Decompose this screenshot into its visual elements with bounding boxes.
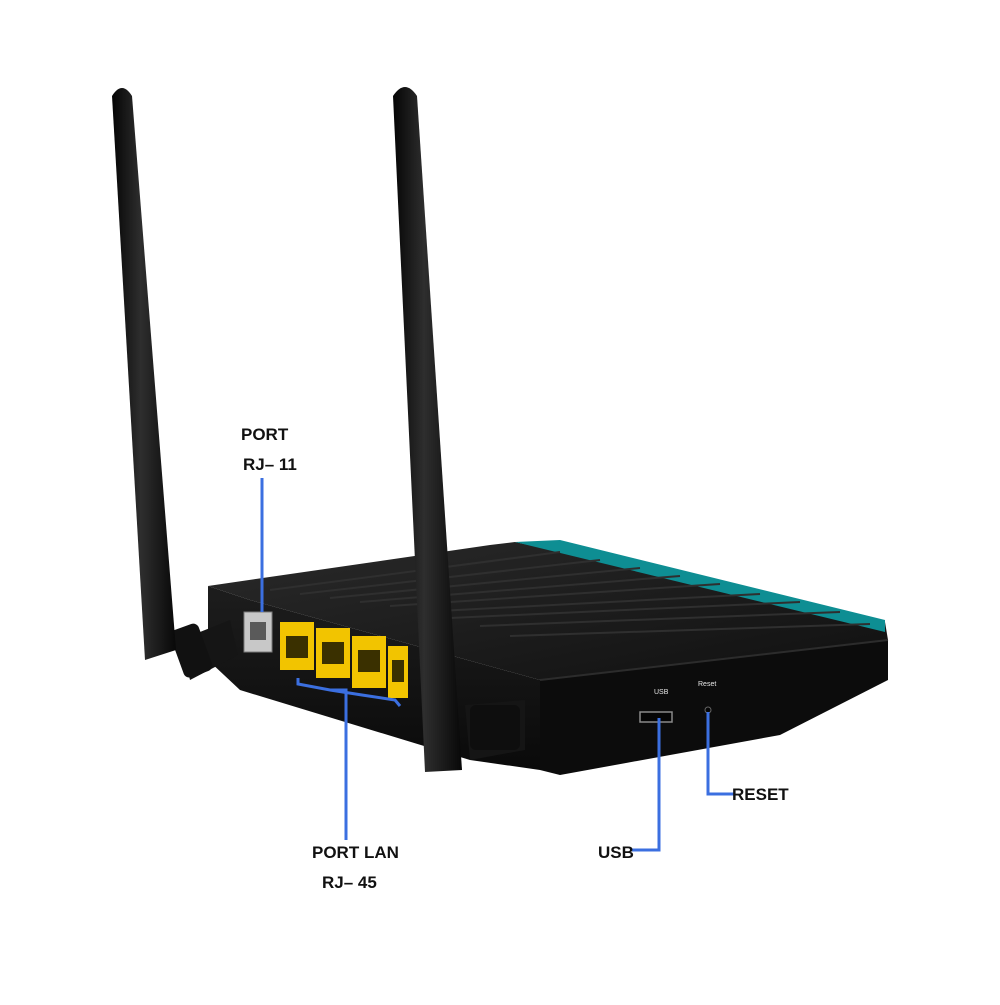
callout-rj11-line1: PORT <box>241 425 289 444</box>
callout-usb: USB <box>598 843 634 862</box>
callout-lan-line2: RJ– 45 <box>322 873 377 892</box>
router-right-side <box>540 640 888 775</box>
panel-print-usb: USB <box>654 689 669 696</box>
antenna-base-right <box>465 700 525 760</box>
callout-lines <box>260 478 734 852</box>
callout-reset: RESET <box>732 785 789 804</box>
usb-port <box>639 711 673 723</box>
antenna-right <box>393 87 462 772</box>
callout-line-reset <box>706 712 734 796</box>
callout-lan-line1: PORT LAN <box>312 843 399 862</box>
callout-line-usb <box>632 718 661 852</box>
antenna-base-left <box>170 620 238 680</box>
panel-print-reset: Reset <box>698 681 716 688</box>
callout-rj11-line2: RJ– 11 <box>243 455 297 474</box>
lan-ports <box>280 622 408 698</box>
antenna-left <box>112 88 176 660</box>
